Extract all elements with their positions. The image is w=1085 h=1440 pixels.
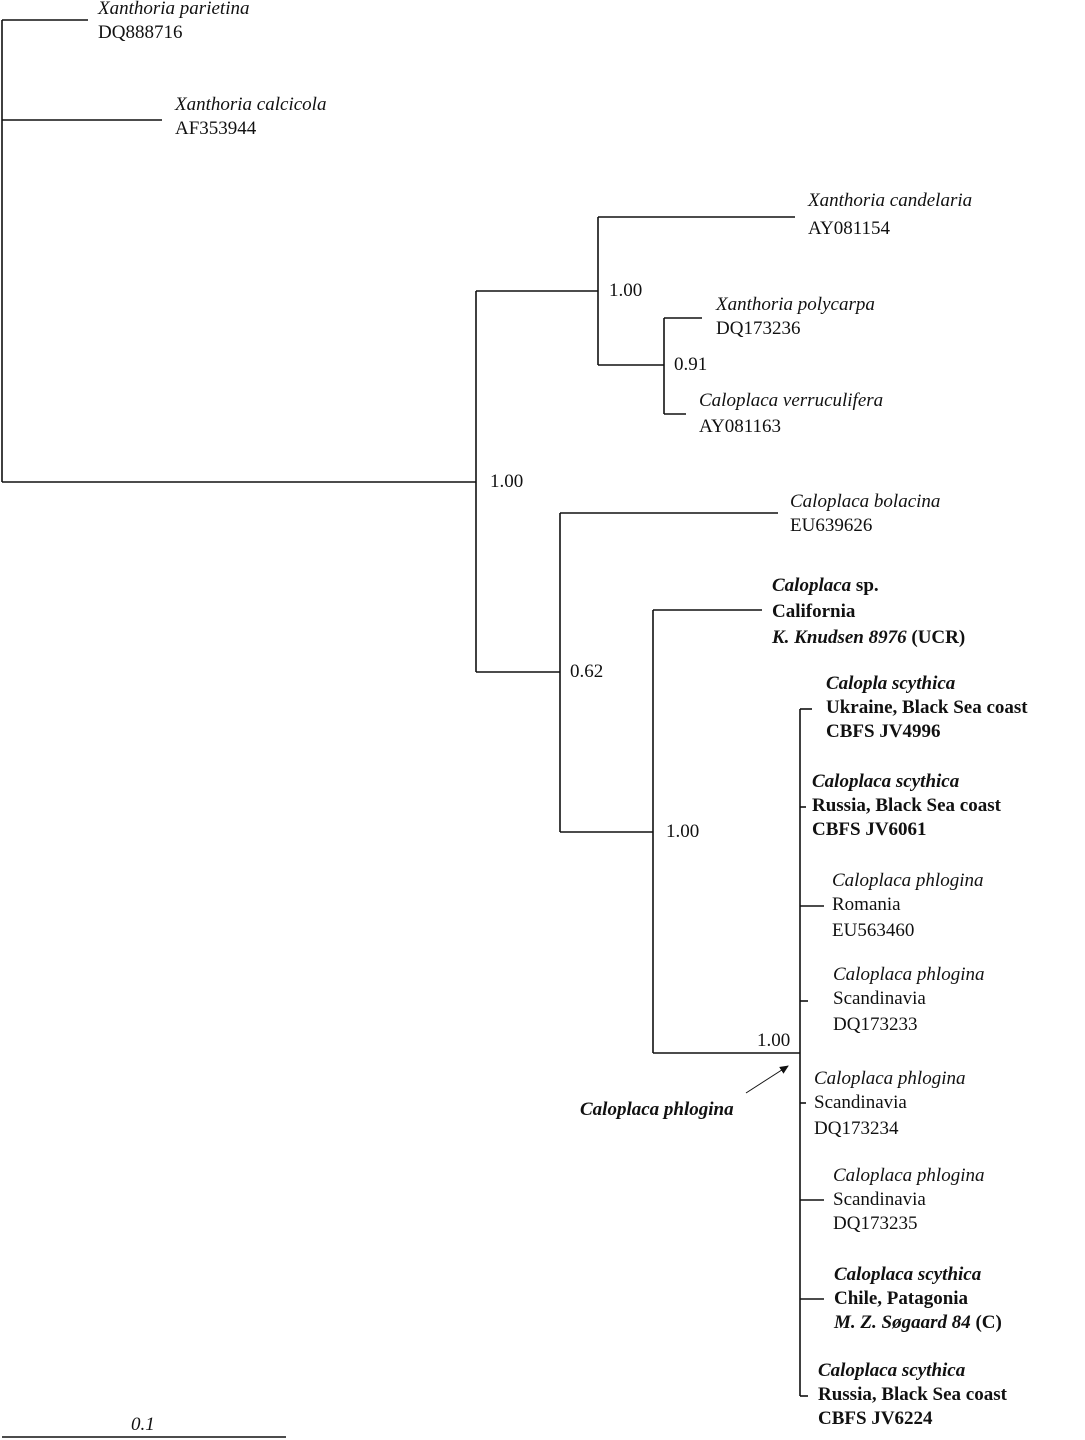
accession: CBFS JV6224 xyxy=(818,1408,933,1429)
taxon-xanthoria-candelaria: Xanthoria candelaria AY081154 xyxy=(808,189,972,241)
taxon-caloplaca-scythica-russia-6224: Caloplaca scythica Russia, Black Sea coa… xyxy=(818,1359,1007,1431)
taxon-caloplaca-verruculifera: Caloplaca verruculifera AY081163 xyxy=(699,389,883,439)
taxon-name: Caloplaca verruculifera xyxy=(699,390,884,411)
taxon-xanthoria-calcicola: Xanthoria calcicola AF353944 xyxy=(175,93,326,141)
voucher: M. Z. Søgaard 84 (C) xyxy=(834,1312,1002,1333)
taxon-name: Caloplaca phlogina xyxy=(833,1165,985,1186)
support-value-candelaria-clade: 1.00 xyxy=(609,280,643,301)
taxon-caloplaca-phlogina-dq173234: Caloplaca phlogina Scandinavia DQ173234 xyxy=(814,1067,965,1141)
taxon-caloplaca-phlogina-dq173233: Caloplaca phlogina Scandinavia DQ173233 xyxy=(833,963,984,1037)
accession: DQ173236 xyxy=(716,318,801,339)
locality: Chile, Patagonia xyxy=(834,1288,969,1309)
accession: DQ173233 xyxy=(833,1014,918,1035)
taxon-caloplaca-scythica-russia-6061: Caloplaca scythica Russia, Black Sea coa… xyxy=(812,770,1001,842)
taxon-name: Xanthoria calcicola xyxy=(175,94,327,115)
scale-bar-label: 0.1 xyxy=(131,1414,155,1435)
accession: DQ888716 xyxy=(98,22,183,43)
taxon-name: Caloplaca scythica xyxy=(812,771,960,792)
locality: California xyxy=(772,601,856,622)
locality: Scandinavia xyxy=(833,1189,926,1210)
accession: CBFS JV4996 xyxy=(826,721,941,742)
taxon-name: Xanthoria parietina xyxy=(98,0,250,19)
accession: AF353944 xyxy=(175,118,257,139)
support-value-main-clade: 1.00 xyxy=(490,471,524,492)
taxon-caloplaca-sp-california: Caloplaca sp. California K. Knudsen 8976… xyxy=(772,573,965,651)
taxon-name: Caloplaca phlogina xyxy=(833,964,985,985)
support-value-bolacina-clade: 0.62 xyxy=(570,661,604,682)
taxon-caloplaca-phlogina-dq173235: Caloplaca phlogina Scandinavia DQ173235 xyxy=(833,1164,984,1236)
taxon-name: Xanthoria candelaria xyxy=(808,190,973,211)
support-value-polycarpa-clade: 0.91 xyxy=(674,354,708,375)
locality: Scandinavia xyxy=(833,988,926,1009)
accession: AY081154 xyxy=(808,218,890,239)
locality: Russia, Black Sea coast xyxy=(818,1384,1007,1405)
clade-label-caloplaca-phlogina: Caloplaca phlogina xyxy=(580,1099,734,1120)
accession: DQ173235 xyxy=(833,1213,918,1234)
taxon-name: Caloplaca phlogina xyxy=(814,1068,966,1089)
taxon-caloplaca-bolacina: Caloplaca bolacina EU639626 xyxy=(790,490,940,538)
accession: EU563460 xyxy=(832,920,915,941)
taxon-name: Caloplaca bolacina xyxy=(790,491,941,512)
taxon-xanthoria-parietina: Xanthoria parietina DQ888716 xyxy=(98,0,249,45)
taxon-name: Xanthoria polycarpa xyxy=(716,294,875,315)
accession: DQ173234 xyxy=(814,1118,899,1139)
locality: Russia, Black Sea coast xyxy=(812,795,1001,816)
support-value-sp-clade: 1.00 xyxy=(666,821,700,842)
taxon-name: Calopla scythica xyxy=(826,673,956,694)
clade-pointer-arrow xyxy=(745,1065,789,1094)
taxon-name: Caloplaca scythica xyxy=(818,1360,966,1381)
locality: Romania xyxy=(832,894,901,915)
locality: Scandinavia xyxy=(814,1092,907,1113)
taxon-name: Caloplaca scythica xyxy=(834,1264,982,1285)
taxon-name: Caloplaca phlogina xyxy=(832,870,984,891)
accession: CBFS JV6061 xyxy=(812,819,927,840)
accession: AY081163 xyxy=(699,416,781,437)
accession: EU639626 xyxy=(790,515,873,536)
voucher: K. Knudsen 8976 (UCR) xyxy=(772,627,966,648)
taxon-xanthoria-polycarpa: Xanthoria polycarpa DQ173236 xyxy=(716,293,875,341)
taxon-name: Caloplaca sp. xyxy=(772,575,879,596)
taxon-calopla-scythica-ukraine: Calopla scythica Ukraine, Black Sea coas… xyxy=(826,672,1028,744)
taxon-caloplaca-scythica-chile: Caloplaca scythica Chile, Patagonia M. Z… xyxy=(834,1263,1002,1335)
taxon-caloplaca-phlogina-romania: Caloplaca phlogina Romania EU563460 xyxy=(832,869,983,943)
locality: Ukraine, Black Sea coast xyxy=(826,697,1028,718)
support-value-phlogina-clade: 1.00 xyxy=(757,1030,791,1051)
